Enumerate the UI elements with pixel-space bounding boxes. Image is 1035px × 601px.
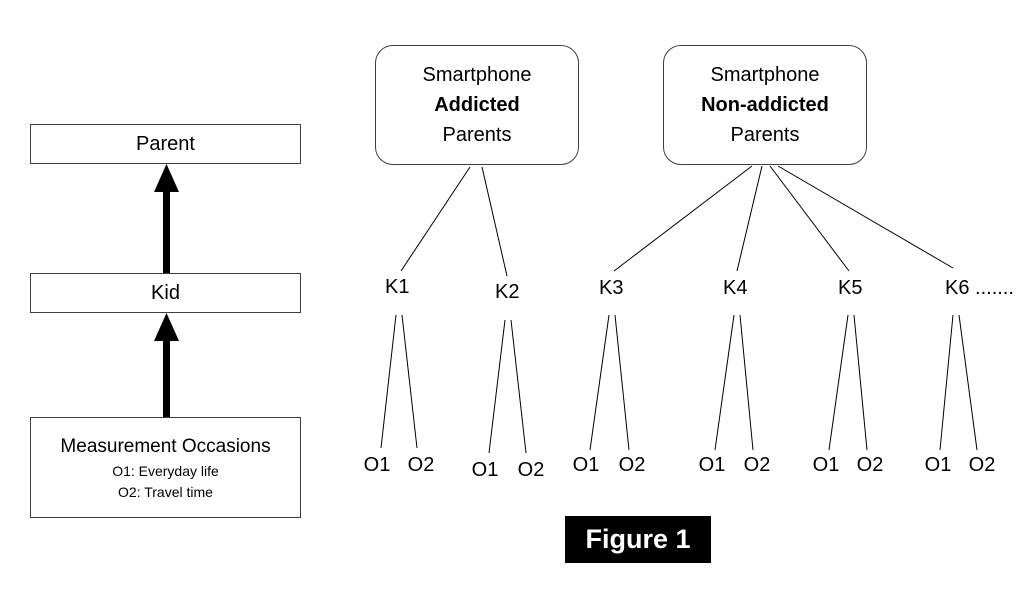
occasion-o1-k1: O1	[363, 454, 391, 476]
group-nonaddicted-line1: Smartphone	[710, 64, 820, 86]
occasion-o2-k2: O2	[517, 459, 545, 481]
occasion-o2-k4: O2	[743, 454, 771, 476]
occasion-o1-k6: O1	[924, 454, 952, 476]
group-to-kid-edges	[400, 165, 954, 277]
kid-node-k2: K2	[495, 281, 520, 303]
parent-box: Parent	[30, 124, 301, 164]
kid-node-k1: K1	[385, 276, 410, 298]
group-addicted-line3: Parents	[442, 124, 512, 146]
kid-node-k3: K3	[599, 277, 624, 299]
occasion-o2-k3: O2	[618, 454, 646, 476]
arrow-kid-to-parent-icon	[154, 164, 179, 273]
measurement-item-o2: O2: Travel time	[118, 483, 213, 500]
group-addicted-box: Smartphone Addicted Parents	[375, 45, 579, 165]
kid-box: Kid	[30, 273, 301, 313]
group-nonaddicted-line2: Non-addicted	[701, 94, 829, 116]
group-nonaddicted-line3: Parents	[730, 124, 800, 146]
figure-caption: Figure 1	[565, 516, 711, 563]
group-nonaddicted-box: Smartphone Non-addicted Parents	[663, 45, 867, 165]
measurement-title: Measurement Occasions	[60, 435, 271, 457]
occasion-o1-k2: O1	[471, 459, 499, 481]
occasion-o1-k3: O1	[572, 454, 600, 476]
group-addicted-line2: Addicted	[434, 94, 520, 116]
kid-to-occasion-edges	[380, 314, 978, 454]
occasion-o2-k6: O2	[968, 454, 996, 476]
occasion-o2-k1: O2	[407, 454, 435, 476]
kid-node-k4: K4	[723, 277, 748, 299]
measurement-item-o1: O1: Everyday life	[112, 462, 219, 479]
kid-node-k6: K6 .......	[945, 277, 1014, 299]
figure-caption-text: Figure 1	[585, 524, 691, 554]
kid-label: Kid	[151, 281, 180, 304]
kid-node-k5: K5	[838, 277, 863, 299]
arrow-measurement-to-kid-icon	[154, 313, 179, 417]
occasion-o1-k4: O1	[698, 454, 726, 476]
measurement-occasions-box: Measurement Occasions O1: Everyday life …	[30, 417, 301, 518]
occasion-o1-k5: O1	[812, 454, 840, 476]
parent-label: Parent	[136, 132, 195, 155]
occasion-o2-k5: O2	[856, 454, 884, 476]
group-addicted-line1: Smartphone	[422, 64, 532, 86]
